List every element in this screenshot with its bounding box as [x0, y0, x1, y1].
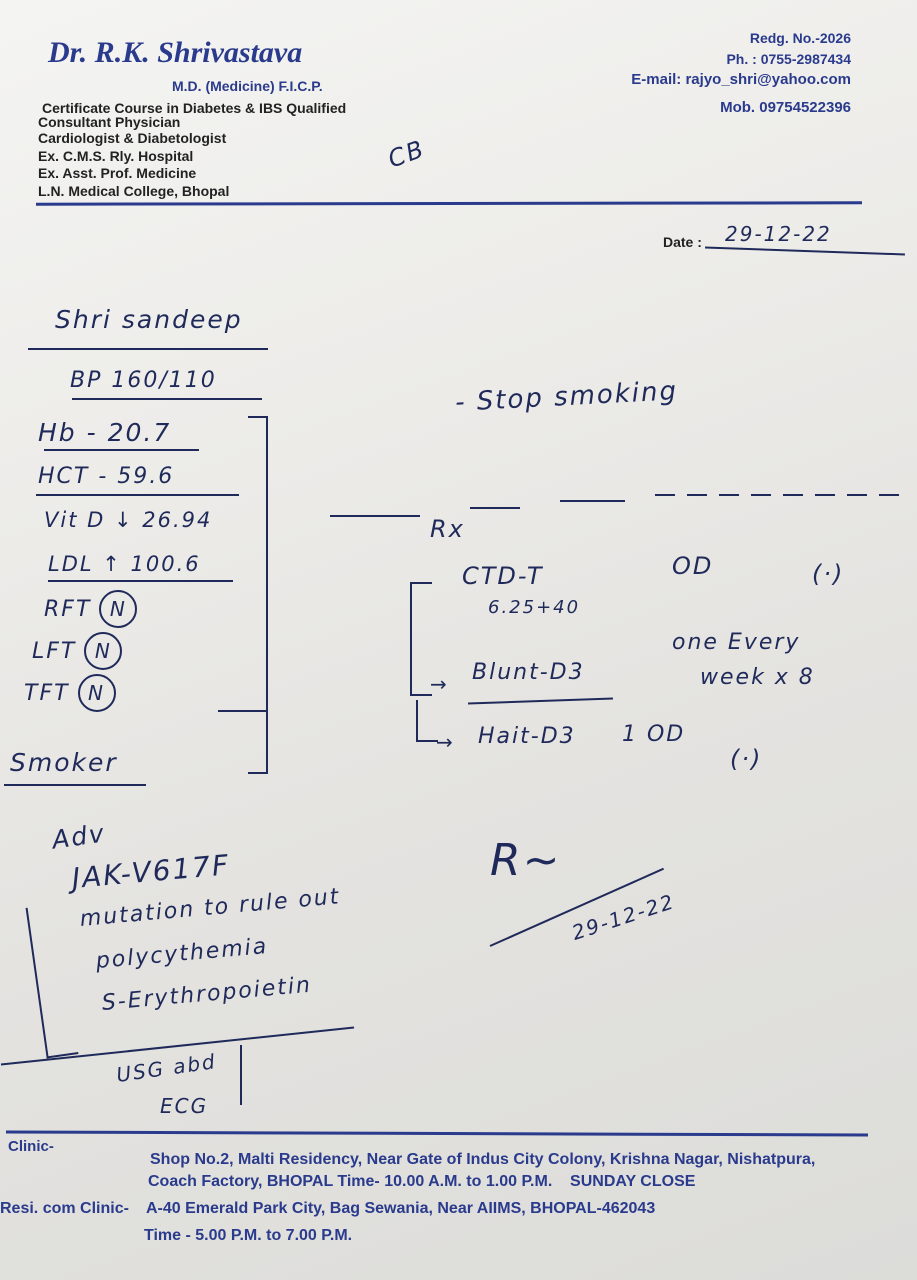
patient-name: Shri sandeep	[55, 305, 243, 334]
clinic-address-2: Coach Factory, BHOPAL Time- 10.00 A.M. t…	[148, 1173, 696, 1190]
dash-separator	[655, 494, 905, 496]
drug-mark: (·)	[812, 560, 845, 588]
email: E-mail: rajyo_shri@yahoo.com	[631, 71, 851, 88]
degree: M.D. (Medicine) F.I.C.P.	[172, 78, 323, 94]
finding-ldl: LDL ↑ 100.6	[48, 552, 201, 576]
resi-clinic-label: Resi. com Clinic-	[0, 1200, 129, 1217]
signature-date: 29-12-22	[568, 889, 678, 945]
qualification: Consultant Physician	[38, 114, 181, 130]
dash-separator	[560, 500, 625, 502]
date-underline	[705, 246, 905, 256]
underline	[48, 580, 233, 582]
finding-vitd: Vit D ↓ 26.94	[44, 508, 213, 532]
advice-bracket	[230, 1045, 242, 1105]
blood-pressure: BP 160/110	[70, 368, 217, 393]
advice-label: Adv	[50, 818, 108, 855]
test-tft: TFT N	[24, 674, 116, 712]
drug-dose: OD	[672, 552, 714, 580]
drug-strength: 6.25+40	[488, 597, 581, 618]
advice-line: S-Erythropoietin	[100, 972, 313, 1016]
stop-smoking: - Stop smoking	[454, 376, 679, 418]
advice-line: USG abd	[114, 1049, 219, 1087]
doctor-signature: R~	[490, 835, 562, 886]
drug-name: Hait-D3	[478, 724, 576, 749]
drug-name: Blunt-D3	[472, 660, 585, 685]
qualification: Certificate Course in Diabetes & IBS Qua…	[42, 100, 347, 116]
underline	[4, 784, 146, 786]
habit-smoker: Smoker	[10, 748, 118, 777]
drug-dose: one Every	[672, 630, 801, 655]
underline	[36, 494, 239, 496]
rx-symbol: Rx	[430, 515, 465, 543]
dash-separator	[470, 507, 520, 509]
resi-clinic-time: Time - 5.00 P.M. to 7.00 P.M.	[144, 1227, 353, 1244]
test-label: RFT	[44, 597, 92, 622]
drug-arrow: →	[430, 672, 449, 696]
test-label: TFT	[24, 681, 70, 706]
advice-line: mutation to rule out	[78, 884, 342, 932]
qualification: L.N. Medical College, Bhopal	[38, 183, 230, 199]
test-label: LFT	[32, 639, 77, 664]
qualification: Ex. C.M.S. Rly. Hospital	[38, 148, 194, 164]
doctor-name: Dr. R.K. Shrivastava	[48, 36, 303, 69]
normal-mark: N	[84, 632, 123, 670]
drug-arrow: →	[436, 730, 455, 754]
drug-dose: 1 OD	[622, 722, 686, 747]
resi-clinic-address: A-40 Emerald Park City, Bag Sewania, Nea…	[146, 1200, 656, 1217]
advice-bracket	[25, 903, 79, 1059]
underline	[72, 398, 262, 400]
bracket-tick	[218, 710, 266, 712]
underline	[44, 449, 199, 451]
finding-hb: Hb - 20.7	[38, 418, 172, 447]
rx-bracket	[410, 582, 432, 696]
clinic-address-1: Shop No.2, Malti Residency, Near Gate of…	[150, 1151, 816, 1168]
dash-separator	[330, 515, 420, 517]
phone: Ph. : 0755-2987434	[726, 51, 851, 67]
underline	[468, 697, 613, 705]
rx-bracket	[416, 700, 438, 742]
date-label: Date :	[663, 234, 702, 250]
drug-name: CTD-T	[462, 562, 544, 590]
drug-frequency: week x 8	[700, 665, 815, 690]
underline	[28, 348, 268, 350]
drug-mark: (·)	[730, 745, 763, 773]
footer-divider	[5, 1130, 869, 1137]
advice-line: JAK-V617F	[70, 848, 232, 895]
clinic-label: Clinic-	[8, 1138, 54, 1155]
initials-mark: CB	[384, 134, 429, 174]
date-value: 29-12-22	[725, 222, 832, 246]
normal-mark: N	[99, 590, 138, 628]
qualification: Cardiologist & Diabetologist	[38, 130, 227, 146]
test-rft: RFT N	[44, 590, 138, 628]
finding-hct: HCT - 59.6	[38, 464, 175, 489]
findings-bracket	[248, 416, 268, 774]
header-divider	[35, 201, 863, 206]
qualification: Ex. Asst. Prof. Medicine	[38, 165, 197, 181]
advice-line: polycythemia	[94, 933, 270, 974]
test-lft: LFT N	[32, 632, 123, 670]
normal-mark: N	[77, 674, 116, 712]
mobile: Mob. 09754522396	[720, 99, 851, 116]
advice-line: ECG	[160, 1094, 209, 1118]
regd-no: Redg. No.-2026	[749, 30, 851, 46]
